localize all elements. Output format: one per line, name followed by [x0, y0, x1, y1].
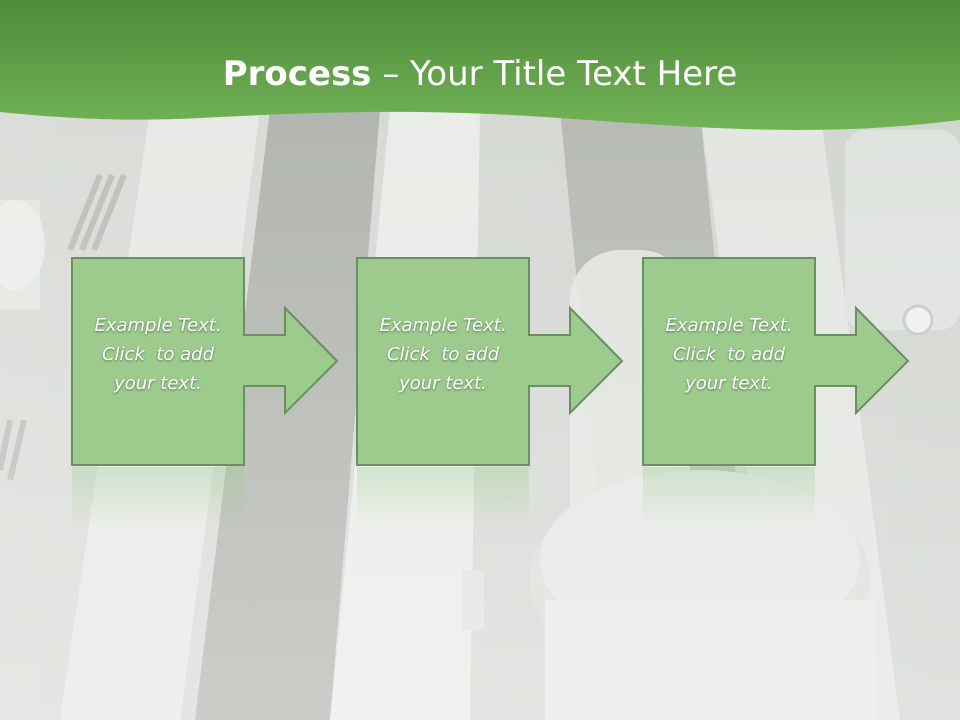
title-bold: Process	[222, 54, 372, 94]
process-step-2[interactable]	[356, 257, 624, 527]
step-1-line-2: Click to add	[101, 344, 214, 365]
step-2-line-3: your text.	[399, 373, 487, 394]
step-2-text[interactable]: Example Text. Click to add your text.	[357, 311, 529, 398]
step-1-line-1: Example Text.	[94, 315, 222, 336]
step-1-text[interactable]: Example Text. Click to add your text.	[72, 311, 244, 398]
step-2-line-1: Example Text.	[379, 315, 507, 336]
step-3-text[interactable]: Example Text. Click to add your text.	[643, 311, 815, 398]
step-2-line-2: Click to add	[386, 344, 499, 365]
step-1-line-3: your text.	[114, 373, 202, 394]
title-banner	[0, 0, 960, 130]
process-step-3[interactable]	[642, 257, 910, 527]
title-rest: – Your Title Text Here	[371, 54, 738, 94]
process-step-1[interactable]	[71, 257, 339, 527]
step-3-line-3: your text.	[685, 373, 773, 394]
page-title[interactable]: Process – Your Title Text Here	[0, 52, 960, 96]
step-3-line-2: Click to add	[672, 344, 785, 365]
step-3-line-1: Example Text.	[665, 315, 793, 336]
